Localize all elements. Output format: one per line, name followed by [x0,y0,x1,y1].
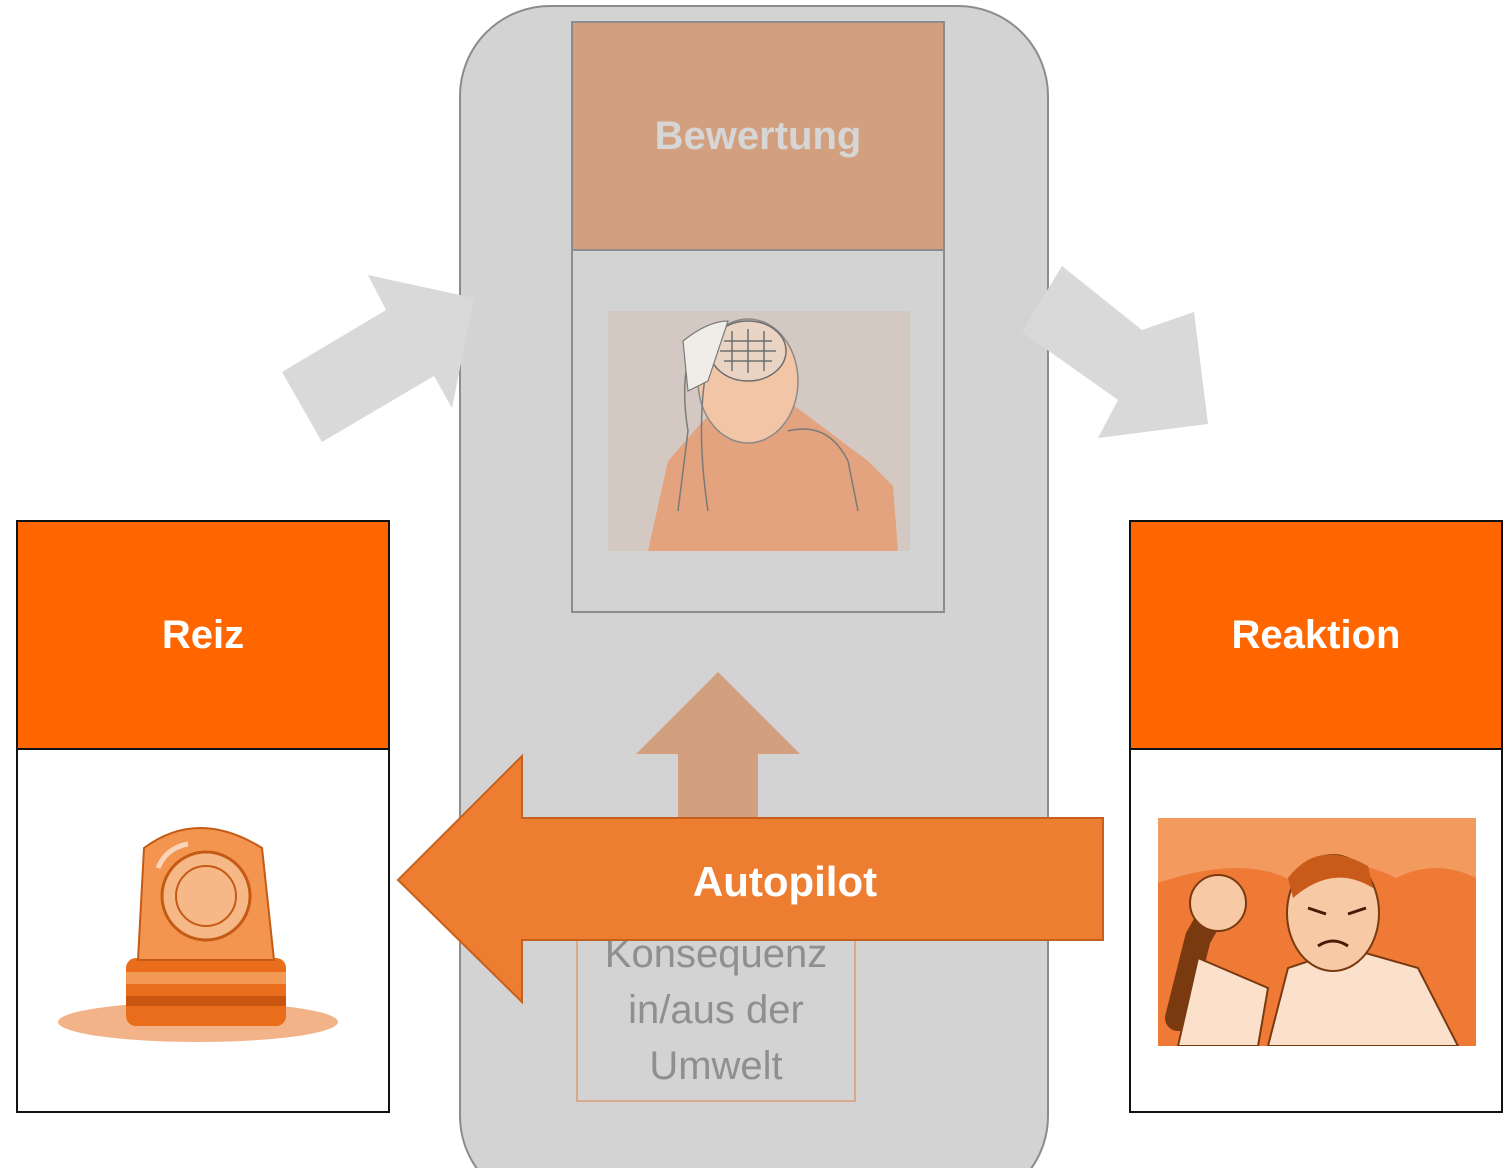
autopilot-text: Autopilot [692,858,878,905]
bewertung-card: Bewertung [571,21,945,613]
arrow-reiz-to-bewertung [282,275,474,442]
reiz-header: Reiz [18,522,388,750]
autopilot-label: Autopilot [600,852,970,912]
konsequenz-line-2: in/aus der [628,988,804,1032]
reiz-label: Reiz [161,612,245,657]
reaktion-header: Reaktion [1131,522,1501,750]
konsequenz-line-3: Umwelt [649,1044,783,1088]
siren-light-icon [58,827,338,1042]
arrow-bewertung-to-reaktion [1022,266,1208,438]
angry-man-icon [1158,818,1476,1046]
reaktion-card: Reaktion [1129,520,1503,1113]
bewertung-label: Bewertung [654,113,862,158]
reiz-card: Reiz [16,520,390,1113]
bewertung-header: Bewertung [573,23,943,251]
reaktion-label: Reaktion [1231,612,1401,657]
arrow-konsequenz-up [636,672,800,920]
thinking-person-icon [608,311,910,551]
